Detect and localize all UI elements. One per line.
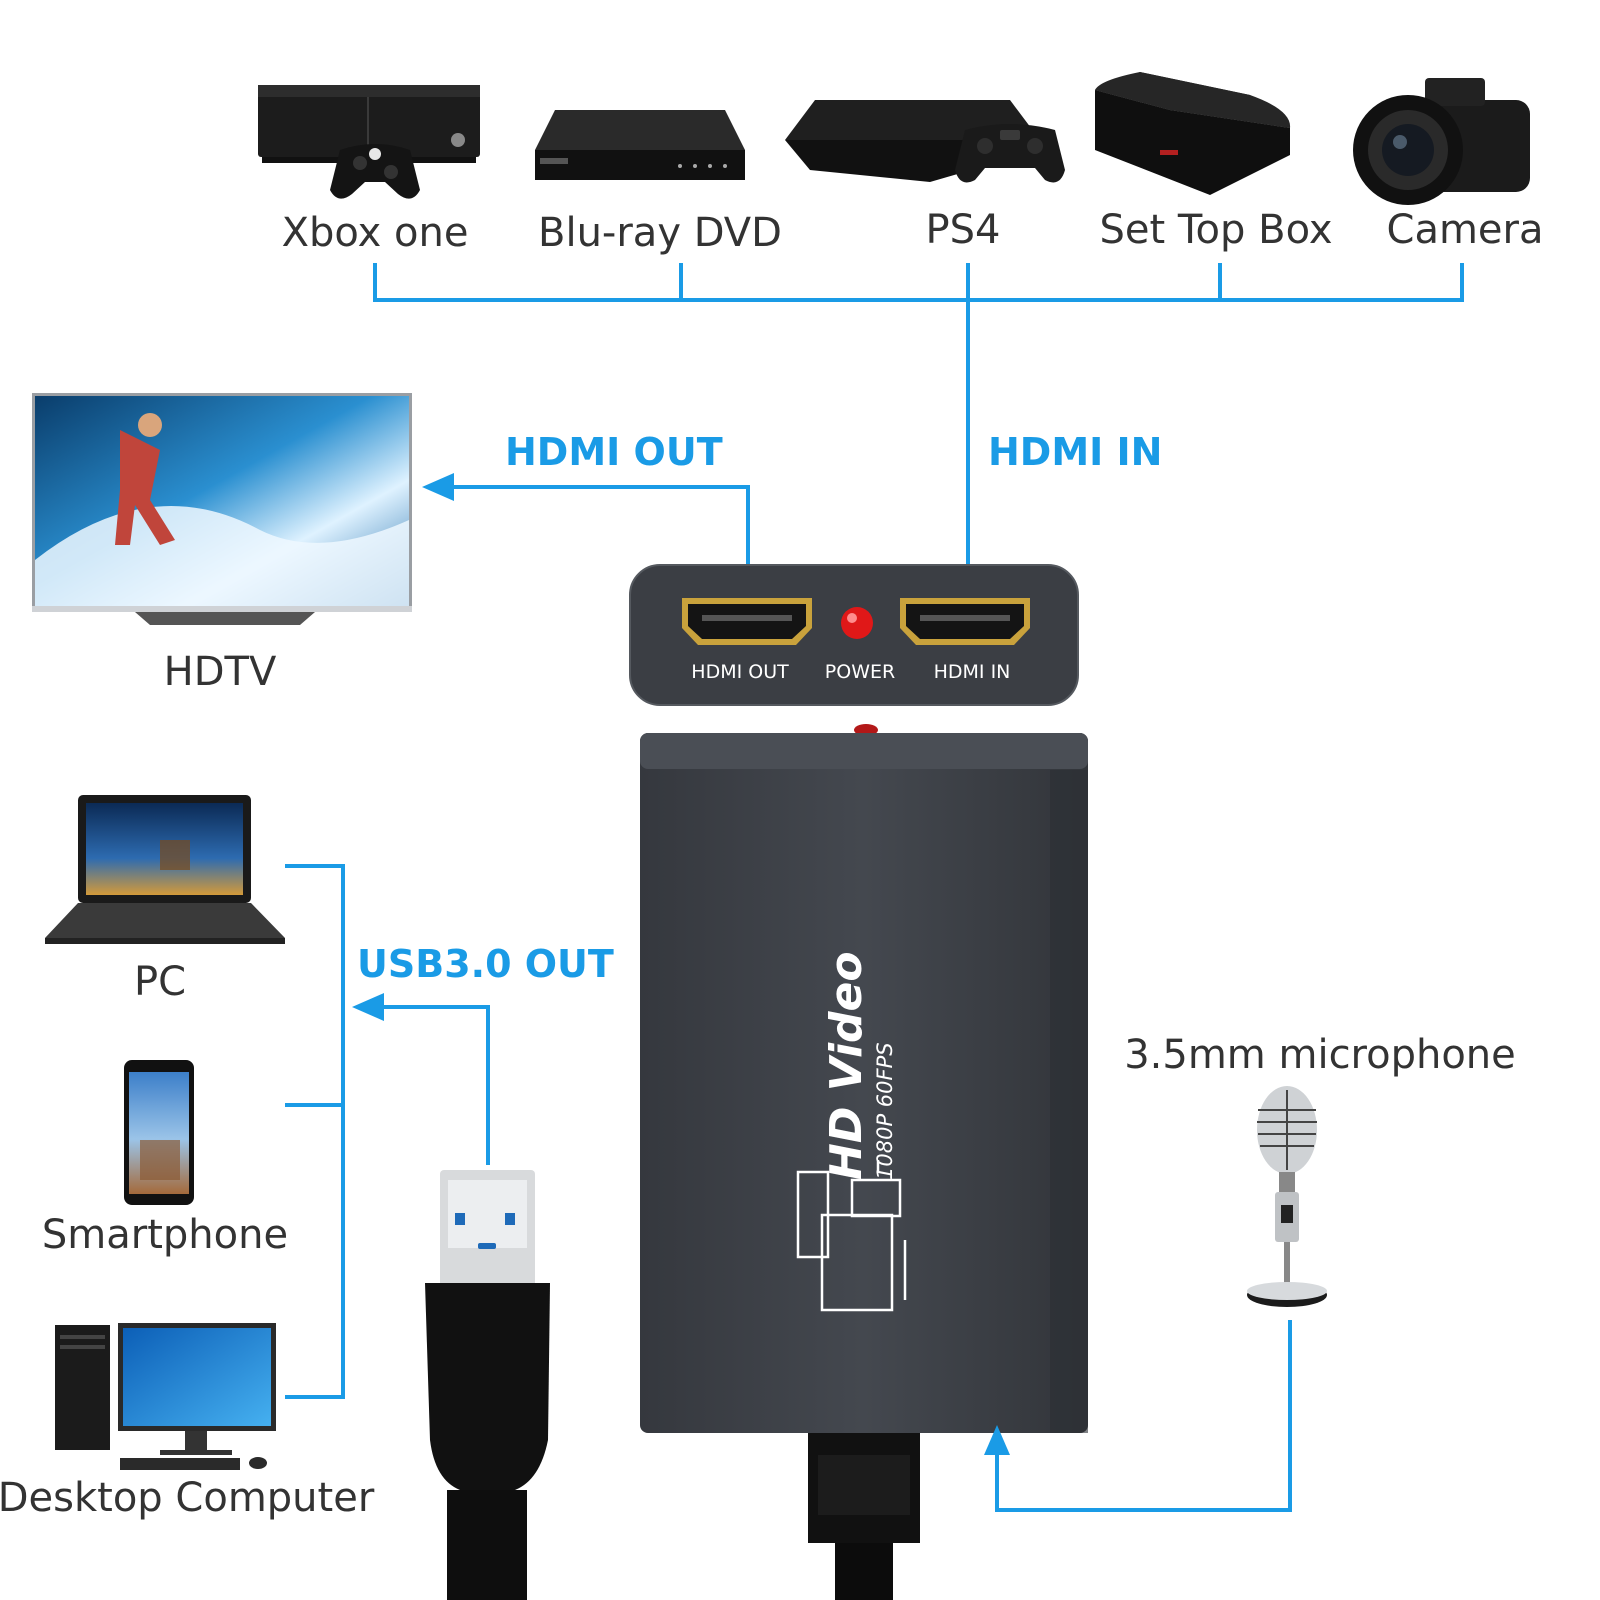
source-label-set-top-box: Set Top Box — [1099, 207, 1333, 253]
computer-label-smartphone: Smartphone — [41, 1212, 289, 1258]
laptop-icon — [45, 795, 285, 944]
set-top-box-icon — [1095, 72, 1291, 195]
desktop-computer-icon — [55, 1323, 276, 1470]
source-label-xbox: Xbox one — [281, 210, 469, 256]
microphone-icon — [1247, 1086, 1327, 1307]
hdmi-out-port[interactable] — [682, 598, 812, 645]
source-label-bluray: Blu-ray DVD — [538, 210, 782, 256]
ps4-console-icon — [785, 100, 1065, 183]
usb-out-line — [380, 1005, 490, 1165]
hdmi-in-connection-label: HDMI IN — [988, 430, 1163, 474]
microphone-line — [995, 1320, 1292, 1512]
computer-label-desktop: Desktop Computer — [0, 1475, 375, 1521]
source-bus-lines — [373, 263, 1464, 580]
computer-bus-lines — [285, 864, 345, 1399]
power-led — [841, 607, 873, 639]
device-logo-sub: 1080P 60FPS — [873, 1042, 897, 1180]
microphone-arrow — [984, 1425, 1010, 1455]
usb-connector-icon — [425, 1170, 550, 1600]
smartphone-icon — [124, 1060, 194, 1205]
dslr-camera-icon — [1353, 78, 1530, 205]
port-label-power: POWER — [824, 661, 896, 683]
tv-icon — [32, 393, 412, 625]
source-label-camera: Camera — [1386, 207, 1544, 253]
port-label-hdmi-in: HDMI IN — [933, 661, 1011, 683]
usb-out-connection-label: USB3.0 OUT — [357, 942, 614, 986]
capture-device-body — [640, 724, 1088, 1600]
hdmi-out-arrow — [422, 473, 454, 501]
xbox-console-icon — [258, 85, 480, 199]
usb-out-arrow — [352, 993, 384, 1021]
bluray-player-icon — [535, 110, 745, 180]
device-logo-main: HD Video — [821, 951, 872, 1180]
port-label-hdmi-out: HDMI OUT — [691, 661, 789, 683]
display-label-hdtv: HDTV — [163, 649, 277, 695]
microphone-label: 3.5mm microphone — [1124, 1032, 1516, 1078]
hdmi-in-port[interactable] — [900, 598, 1030, 645]
source-label-ps4: PS4 — [925, 207, 1001, 253]
hdmi-out-connection-label: HDMI OUT — [505, 430, 723, 474]
computer-label-pc: PC — [133, 959, 187, 1005]
device-logo: HD Video 1080P 60FPS — [821, 940, 935, 1180]
